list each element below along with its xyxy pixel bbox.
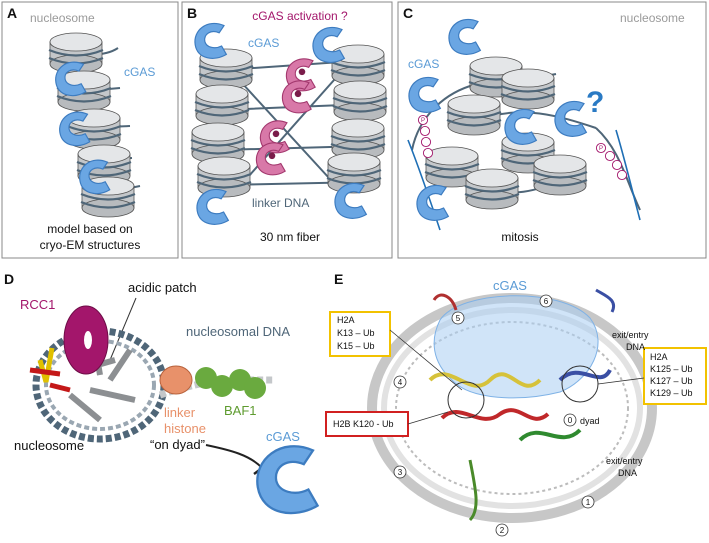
h2a-k13-k15-box: H2A K13 – Ub K15 – Ub: [329, 311, 463, 391]
panel-d-letter: D: [4, 271, 14, 287]
position-marker: 1: [586, 498, 591, 507]
mitotic-chromatin: P P: [407, 18, 641, 231]
cgas-d: [256, 445, 319, 515]
panel-a-cgas-label: cGAS: [124, 65, 155, 79]
panel-a-letter: A: [7, 5, 17, 21]
nucleosome-ribbon: [367, 288, 657, 523]
panel-b-linker-label: linker DNA: [252, 196, 309, 210]
h2a-right-line3: K129 – Ub: [650, 388, 693, 398]
exit-entry-top-1: exit/entry: [612, 330, 649, 340]
on-dyad-label: “on dyad”: [150, 437, 205, 452]
position-marker: 6: [544, 297, 549, 306]
linker-histone-shape: [159, 365, 193, 395]
position-marker: 5: [456, 314, 461, 323]
h2b-box-label: H2B K120 - Ub: [333, 419, 394, 429]
position-marker: 2: [500, 526, 505, 535]
panel-c-frame: [397, 1, 707, 259]
panel-b-title: cGAS activation ?: [252, 9, 348, 23]
panel-a: A nucleosome cGAS model based on cryo-EM…: [1, 1, 179, 259]
acidic-patch-pointer: [109, 297, 137, 361]
exit-entry-bottom-1: exit/entry: [606, 456, 643, 466]
panel-a-nucleosome-label: nucleosome: [30, 11, 95, 25]
panel-a-caption-1: model based on: [47, 222, 132, 236]
h2a-left-line2: K15 – Ub: [337, 341, 375, 351]
baf1-shape: [195, 367, 266, 399]
panel-d-cgas-label: cGAS: [266, 429, 300, 444]
h2a-right-title: H2A: [650, 352, 668, 362]
h2a-left-title: H2A: [337, 315, 355, 325]
acidic-patch-label: acidic patch: [128, 280, 197, 295]
exit-entry-bottom-2: DNA: [618, 468, 637, 478]
nucleosome-c2: [499, 67, 557, 111]
nucleosome-c3: [445, 93, 503, 137]
panel-b: B cGAS activation ? cGAS linker DNA 30 n…: [181, 1, 393, 259]
nucleosome-b2: [193, 83, 251, 127]
h2a-right-line2: K127 – Ub: [650, 376, 693, 386]
h2a-k125-k129-box: H2A K125 – Ub K127 – Ub K129 – Ub: [597, 347, 707, 405]
exit-entry-top-2: DNA: [626, 342, 645, 352]
nucleosome-c7: [531, 153, 589, 197]
h2a-left-line1: K13 – Ub: [337, 328, 375, 338]
fiber-30nm: [189, 22, 389, 225]
position-marker: 0: [568, 416, 573, 425]
rcc1-label: RCC1: [20, 297, 55, 312]
nucleosomal-dna-label: nucleosomal DNA: [186, 324, 290, 339]
position-marker: 4: [398, 378, 403, 387]
panel-b-cgas-label: cGAS: [248, 36, 279, 50]
panel-b-caption: 30 nm fiber: [260, 230, 320, 244]
position-marker: 3: [398, 468, 403, 477]
nucleosome-b6: [331, 79, 389, 123]
h2a-right-line1: K125 – Ub: [650, 364, 693, 374]
question-mark: ?: [586, 86, 604, 119]
panel-c-letter: C: [403, 5, 413, 21]
phospho-mark: P: [599, 146, 603, 152]
panel-c-caption: mitosis: [501, 230, 538, 244]
panel-e-cgas-label: cGAS: [493, 278, 527, 293]
position-markers: 0 1 2 3 4 5 6: [393, 294, 595, 537]
panel-d-nucleosome-label: nucleosome: [14, 438, 84, 453]
h2b-k120-box: H2B K120 - Ub: [325, 411, 449, 437]
panel-c-nucleosome-label: nucleosome: [620, 11, 685, 25]
dyad-label: dyad: [580, 416, 600, 426]
panel-d: D RCC1 acidic patch nucleosomal DNA: [4, 271, 319, 515]
rcc1-shape: [63, 305, 109, 375]
panel-b-letter: B: [187, 5, 197, 21]
phospho-mark: P: [421, 118, 425, 124]
linker-histone-line2: histone: [164, 421, 206, 436]
nucleosome-stack: [47, 31, 141, 219]
panel-c: C nucleosome: [397, 1, 707, 259]
panel-e: E cGAS 0 1 2: [325, 271, 707, 537]
panel-c-cgas-label: cGAS: [408, 57, 439, 71]
baf1-label: BAF1: [224, 403, 257, 418]
panel-a-caption-2: cryo-EM structures: [40, 238, 141, 252]
nucleosome-c5: [463, 167, 521, 211]
panel-e-letter: E: [334, 271, 343, 287]
linker-histone-line1: linker: [164, 405, 196, 420]
inhibition-arrow: [205, 444, 263, 469]
